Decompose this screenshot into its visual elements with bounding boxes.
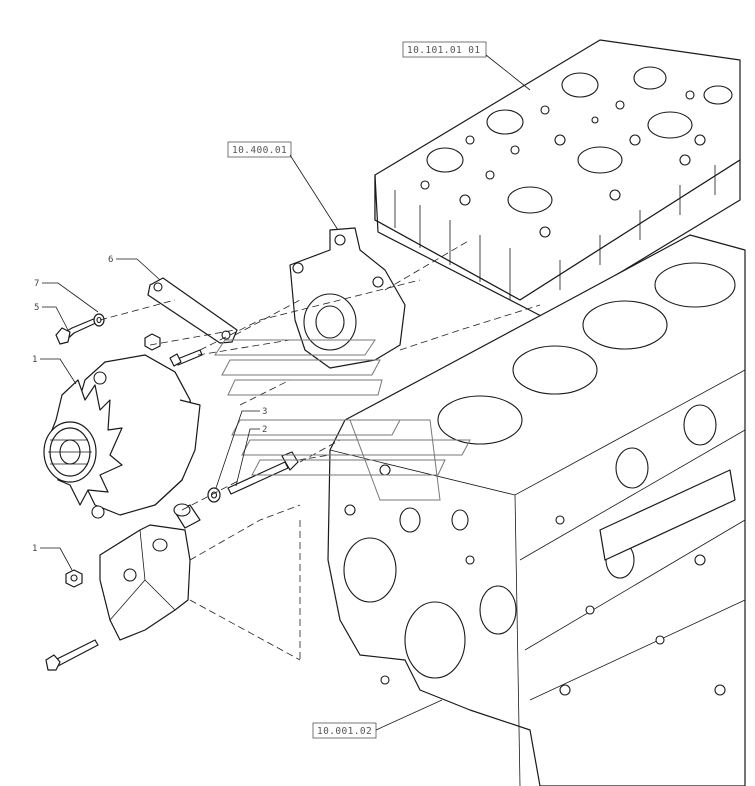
nut-strap xyxy=(144,333,161,351)
ref-engine-block: 10.001.02 xyxy=(312,699,443,739)
svg-text:1: 1 xyxy=(32,355,37,365)
cylinder-head xyxy=(374,39,741,319)
callout-6: 6 xyxy=(108,255,161,281)
alternator-bracket xyxy=(99,524,191,641)
assembly-lines xyxy=(99,239,541,661)
svg-text:5: 5 xyxy=(34,303,39,313)
svg-text:7: 7 xyxy=(34,279,39,289)
head-bores xyxy=(420,66,733,238)
callout-7: 7 xyxy=(34,279,99,313)
callout-5: 5 xyxy=(34,303,69,331)
ref-water-pump-label: 10.400.01 xyxy=(232,145,287,156)
svg-text:1: 1 xyxy=(32,544,37,554)
callout-1-nut: 1 xyxy=(32,544,73,571)
bolt-strap xyxy=(169,349,203,367)
washer-small xyxy=(93,313,105,327)
washer-large xyxy=(207,487,221,503)
cylinder-bores xyxy=(437,262,736,445)
callout-3: 3 xyxy=(215,407,267,489)
svg-text:2: 2 xyxy=(262,425,267,435)
bolt-short xyxy=(55,317,99,345)
ref-engine-block-label: 10.001.02 xyxy=(317,726,372,737)
nut xyxy=(65,569,83,588)
svg-text:3: 3 xyxy=(262,407,267,417)
block-front-openings xyxy=(343,404,726,696)
ref-cylinder-head-label: 10.101.01 01 xyxy=(407,45,480,56)
block-rib xyxy=(599,469,736,561)
ref-water-pump: 10.400.01 xyxy=(227,141,339,231)
callout-2: 2 xyxy=(235,425,267,487)
svg-text:6: 6 xyxy=(108,255,113,265)
engine-block xyxy=(327,234,746,786)
bolt-long xyxy=(227,451,299,495)
adjusting-strap xyxy=(147,277,238,344)
callout-1-alternator: 1 xyxy=(32,355,77,385)
bolt-bracket xyxy=(45,639,99,671)
alternator xyxy=(43,354,201,519)
ref-cylinder-head: 10.101.01 01 xyxy=(402,41,531,91)
